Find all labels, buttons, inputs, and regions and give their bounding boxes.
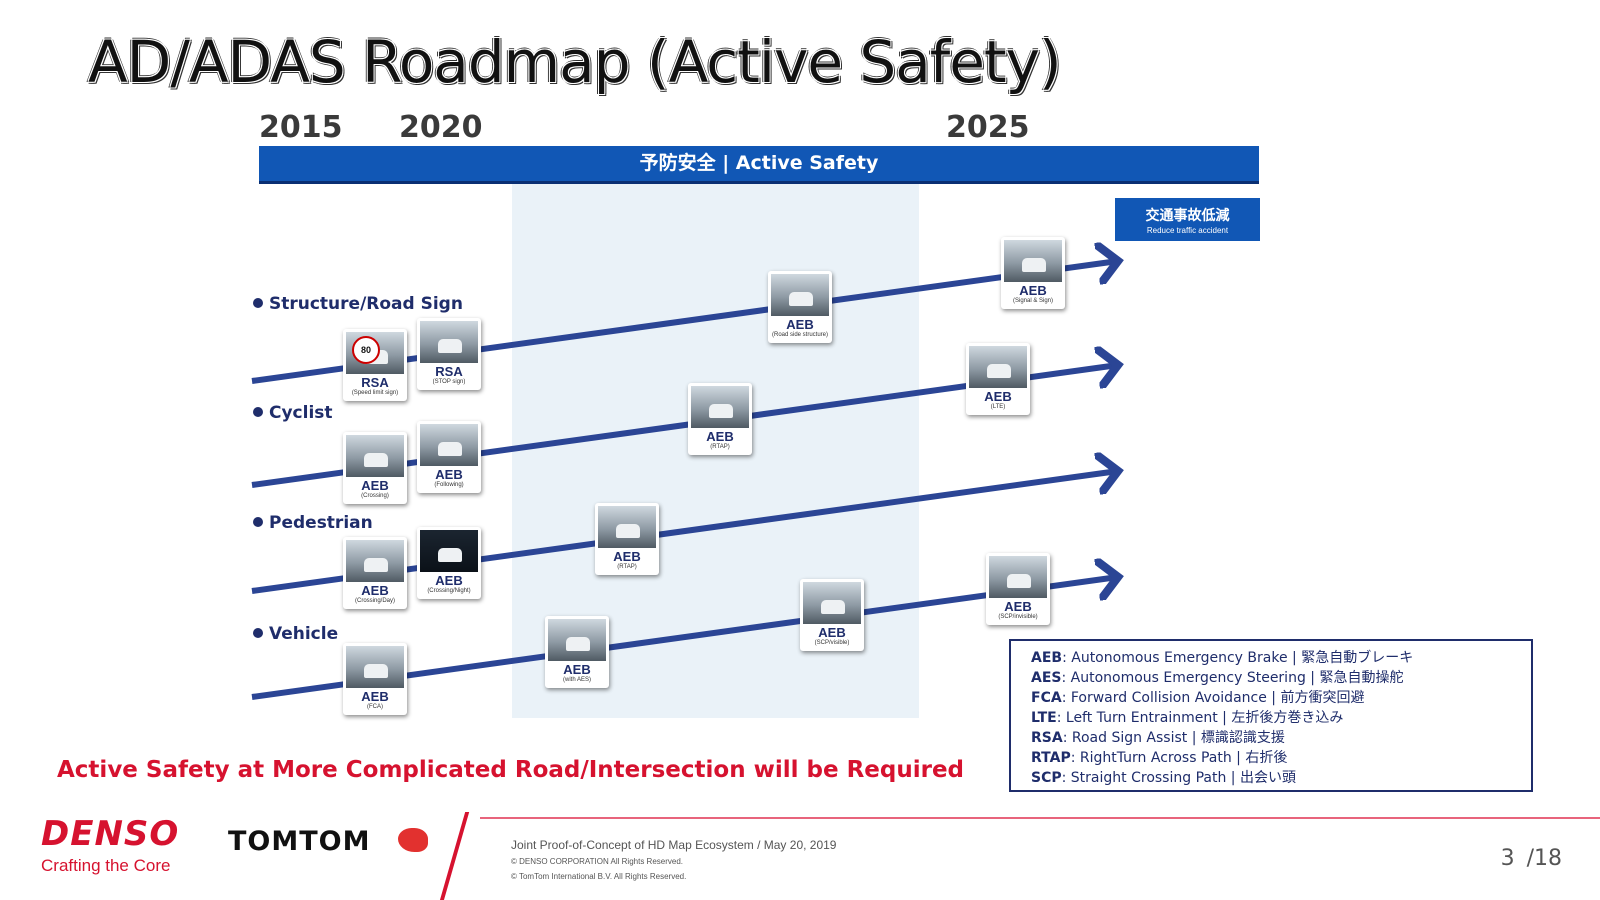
card-aeb-with-aes: AEB (with AES): [545, 616, 609, 688]
footer-event: Joint Proof-of-Concept of HD Map Ecosyst…: [511, 838, 837, 852]
card-sub: (LTE): [990, 404, 1006, 410]
card-label: AEB: [1004, 599, 1032, 614]
card-image: [346, 540, 404, 582]
card-image: [969, 346, 1027, 388]
card-image: [598, 506, 656, 548]
card-sub: (Following): [434, 482, 464, 488]
tomtom-hand-icon: [398, 828, 428, 852]
card-label: AEB: [613, 549, 641, 564]
card-label: AEB: [361, 689, 389, 704]
card-label: AEB: [563, 662, 591, 677]
card-aeb-road-side: AEB (Road side structure): [768, 271, 832, 343]
category-vehicle: Vehicle: [253, 624, 338, 644]
card-rsa-stop-sign: RSA (STOP sign): [417, 318, 481, 390]
legend-row-lte: LTE: Left Turn Entrainment | 左折後方巻き込み: [1031, 710, 1344, 726]
card-aeb-rtap-pedestrian: AEB (RTAP): [595, 503, 659, 575]
footer-copyright-tomtom: © TomTom International B.V. All Rights R…: [511, 872, 687, 881]
card-image: [420, 530, 478, 572]
goal-jp: 交通事故低減: [1145, 208, 1230, 224]
card-image: [346, 435, 404, 477]
card-sub: (SCP/visible): [814, 640, 850, 646]
card-sub: (Crossing/Day): [354, 598, 395, 604]
card-aeb-fca: AEB (FCA): [343, 643, 407, 715]
card-label: AEB: [1019, 283, 1047, 298]
card-aeb-crossing: AEB (Crossing): [343, 432, 407, 504]
speed-limit-sign-icon: 80: [352, 336, 380, 364]
card-sub: (SCP/invisible): [998, 614, 1038, 620]
card-image: [691, 386, 749, 428]
card-label: AEB: [435, 573, 463, 588]
card-image: [548, 619, 606, 661]
card-image: [420, 424, 478, 466]
card-image: [989, 556, 1047, 598]
card-aeb-lte: AEB (LTE): [966, 343, 1030, 415]
tomtom-logo: TOMTOM: [228, 826, 371, 857]
legend-row-aeb: AEB: Autonomous Emergency Brake | 緊急自動ブレ…: [1031, 650, 1414, 666]
year-label-2015: 2015: [259, 110, 343, 145]
card-label: AEB: [818, 625, 846, 640]
card-sub: (Crossing/Night): [427, 588, 471, 594]
footer-copyright-denso: © DENSO CORPORATION All Rights Reserved.: [511, 857, 684, 866]
card-sub: (RTAP): [617, 564, 637, 570]
card-sub: (STOP sign): [432, 379, 466, 385]
card-label: AEB: [984, 389, 1012, 404]
card-aeb-crossing-night: AEB (Crossing/Night): [417, 527, 481, 599]
year-label-2020: 2020: [399, 110, 483, 145]
category-pedestrian: Pedestrian: [253, 513, 373, 533]
card-sub: (Road side structure): [771, 332, 829, 338]
card-sub: (RTAP): [710, 444, 730, 450]
goal-box: 交通事故低減 Reduce traffic accident: [1115, 198, 1260, 241]
card-sub: (FCA): [367, 704, 383, 710]
card-image: [1004, 240, 1062, 282]
footer-divider: [480, 817, 1600, 819]
year-label-2025: 2025: [946, 110, 1030, 145]
card-image: [803, 582, 861, 624]
card-image: [346, 646, 404, 688]
card-label: AEB: [435, 467, 463, 482]
card-label: AEB: [361, 583, 389, 598]
card-image: 80: [346, 332, 404, 374]
card-aeb-crossing-day: AEB (Crossing/Day): [343, 537, 407, 609]
card-sub: (Signal & Sign): [1012, 298, 1054, 304]
card-rsa-speed-limit: 80 RSA (Speed limit sign): [343, 329, 407, 401]
category-cyclist: Cyclist: [253, 403, 333, 423]
legend-row-fca: FCA: Forward Collision Avoidance | 前方衝突回…: [1031, 690, 1365, 706]
card-image: [771, 274, 829, 316]
card-label: AEB: [361, 478, 389, 493]
abbreviation-legend: AEB: Autonomous Emergency Brake | 緊急自動ブレ…: [1009, 639, 1533, 792]
slide-title: AD/ADAS Roadmap (Active Safety): [88, 28, 1062, 96]
denso-tagline: Crafting the Core: [41, 856, 171, 875]
card-label: AEB: [786, 317, 814, 332]
legend-row-aes: AES: Autonomous Emergency Steering | 緊急自…: [1031, 670, 1404, 686]
card-aeb-scp-invisible: AEB (SCP/invisible): [986, 553, 1050, 625]
card-label: AEB: [706, 429, 734, 444]
legend-row-rtap: RTAP: RightTurn Across Path | 右折後: [1031, 750, 1288, 766]
denso-logo: DENSO: [41, 814, 180, 854]
legend-row-scp: SCP: Straight Crossing Path | 出会い頭: [1031, 770, 1296, 786]
card-label: RSA: [361, 375, 389, 390]
card-label: RSA: [435, 364, 463, 379]
card-aeb-scp-visible: AEB (SCP/visible): [800, 579, 864, 651]
active-safety-banner: 予防安全 | Active Safety: [259, 146, 1259, 184]
card-sub: (Speed limit sign): [351, 390, 399, 396]
card-aeb-rtap-cyclist: AEB (RTAP): [688, 383, 752, 455]
category-structure: Structure/Road Sign: [253, 294, 463, 314]
card-sub: (Crossing): [361, 493, 389, 499]
page-number: 3/18: [1500, 846, 1562, 871]
card-sub: (with AES): [562, 677, 591, 683]
card-image: [420, 321, 478, 363]
card-aeb-signal-sign: AEB (Signal & Sign): [1001, 237, 1065, 309]
legend-row-rsa: RSA: Road Sign Assist | 標識認識支援: [1031, 730, 1285, 746]
goal-en: Reduce traffic accident: [1146, 226, 1229, 235]
card-aeb-following: AEB (Following): [417, 421, 481, 493]
required-statement: Active Safety at More Complicated Road/I…: [57, 757, 965, 783]
